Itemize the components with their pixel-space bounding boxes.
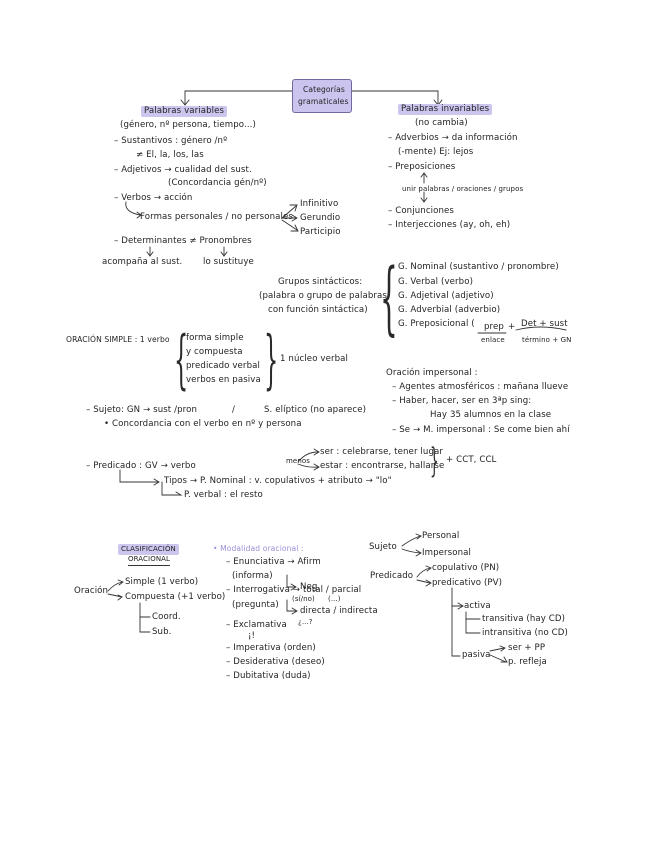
pregunta: (pregunta): [232, 600, 279, 610]
ser-celebrarse: ser : celebrarse, tener lugar: [320, 447, 444, 457]
concordancia-gen: (Concordancia gén/nº): [168, 178, 267, 188]
acompana: acompaña al sust.: [102, 257, 183, 267]
grupo-adjetival: G. Adjetival (adjetivo): [398, 291, 494, 301]
interjecciones: – Interjecciones (ay, oh, eh): [388, 220, 511, 230]
simple-brace: {: [174, 323, 189, 397]
prep: prep: [484, 322, 504, 332]
tree-intransitiva: intransitiva (no CD): [482, 628, 568, 638]
verbos: – Verbos → acción: [114, 193, 193, 203]
participio: Participio: [300, 227, 341, 237]
forma-simple: forma simple: [186, 333, 244, 343]
tree-refleja: p. refleja: [508, 657, 547, 667]
haber-hacer: – Haber, hacer, ser en 3ªp sing:: [392, 396, 532, 406]
predicado-verbal: predicado verbal: [186, 361, 260, 371]
sustituye: lo sustituye: [203, 257, 254, 267]
det-sust: Det + sust: [521, 319, 568, 329]
enunciativa: – Enunciativa → Afirm: [226, 557, 321, 567]
plus-sign: +: [508, 322, 516, 332]
tree-personal: Personal: [422, 531, 460, 541]
tree-copulativo: copulativo (PN): [432, 563, 500, 573]
termino: término + GN: [522, 336, 572, 344]
variables-heading: Palabras variables: [141, 106, 228, 117]
predicado-line: – Predicado : GV → verbo: [86, 461, 196, 471]
grupo-verbal: G. Verbal (verbo): [398, 277, 474, 287]
coord: Coord.: [152, 612, 181, 622]
sub: Sub.: [152, 627, 172, 637]
grupos-line2: (palabra o grupo de palabras: [259, 291, 387, 301]
imperativa: – Imperativa (orden): [226, 643, 316, 653]
adverbios: – Adverbios → da información: [388, 133, 518, 143]
tree-transitiva: transitiva (hay CD): [482, 614, 566, 624]
sujeto-concordancia: • Concordancia con el verbo en nº y pers…: [104, 419, 302, 429]
predicado-tipos: Tipos → P. Nominal : v. copulativos + at…: [164, 476, 392, 486]
sujeto-slash: /: [232, 405, 235, 415]
cct-ccl: + CCT, CCL: [446, 455, 497, 465]
se-impersonal: – Se → M. impersonal : Se come bien ahí: [392, 425, 570, 435]
informa: (informa): [232, 571, 273, 581]
directa-symbol: ¿...?: [298, 618, 313, 626]
tree-sujeto: Sujeto: [369, 542, 397, 552]
unir: unir palabras / oraciones / grupos: [402, 185, 524, 193]
sujeto-line: – Sujeto: GN → sust /pron: [86, 405, 198, 415]
hay-alumnos: Hay 35 alumnos en la clase: [430, 410, 552, 420]
invariables-heading: Palabras invariables: [398, 104, 493, 115]
oracion-label: Oración: [74, 586, 109, 596]
preposiciones: – Preposiciones: [388, 162, 456, 172]
enlace: enlace: [481, 336, 505, 344]
exclamativa: – Exclamativa: [226, 620, 287, 630]
simple-1-verbo: Simple (1 verbo): [125, 577, 199, 587]
estar-encontrarse: estar : encontrarse, hallarse: [320, 461, 445, 471]
determinantes: – Determinantes ≠ Pronombres: [114, 236, 252, 246]
title-line1: Categorías: [303, 85, 345, 94]
clasificacion-heading1: CLASIFICACIÓN: [118, 544, 179, 555]
compuesta-verbo: Compuesta (+1 verbo): [125, 592, 226, 602]
agentes: – Agentes atmosféricos : mañana llueve: [392, 382, 569, 392]
tree-impersonal: Impersonal: [422, 548, 472, 558]
neg: Neg.: [300, 582, 321, 592]
title-box: [292, 79, 352, 113]
impersonal-heading: Oración impersonal :: [386, 368, 478, 378]
tree-ser-pp: ser + PP: [508, 643, 546, 653]
clasificacion-heading2: ORACIONAL: [128, 554, 171, 566]
parcial-dots: (...): [328, 595, 341, 603]
simple-brace-right: }: [264, 323, 279, 397]
grupo-nominal: G. Nominal (sustantivo / pronombre): [398, 262, 559, 272]
articulos: ≠ El, la, los, las: [136, 150, 204, 160]
exclamativa-symbol: ¡!: [248, 631, 256, 641]
interrogativa: – Interrogativa → total / parcial: [226, 585, 362, 595]
grupos-brace: {: [380, 251, 398, 344]
sujeto-eliptico: S. elíptico (no aparece): [264, 405, 367, 415]
tree-pasiva: pasiva: [462, 650, 491, 660]
invariables-sub: (no cambia): [415, 118, 468, 128]
grupo-preposicional: G. Preposicional (: [398, 319, 475, 329]
oracion-simple: ORACIÓN SIMPLE : 1 verbo: [66, 335, 170, 344]
si-no: (sí/no): [292, 595, 315, 603]
nucleo-verbal: 1 núcleo verbal: [280, 354, 348, 364]
tree-predicado: Predicado: [370, 571, 414, 581]
dubitativa: – Dubitativa (duda): [226, 671, 311, 681]
verbos-pasiva: verbos en pasiva: [186, 375, 261, 385]
directa-indirecta: directa / indirecta: [300, 606, 378, 616]
adjetivos: – Adjetivos → cualidad del sust.: [114, 165, 252, 175]
grupos-line3: con función sintáctica): [268, 305, 368, 315]
infinitivo: Infinitivo: [300, 199, 339, 209]
sustantivos: – Sustantivos : género /nº: [114, 136, 228, 146]
predicado-brace: }: [430, 441, 439, 481]
tree-activa: activa: [464, 601, 491, 611]
grupos-line1: Grupos sintácticos:: [278, 277, 363, 287]
title-line2: gramaticales: [298, 97, 349, 106]
modalidad-heading: • Modalidad oracional :: [213, 544, 304, 553]
desiderativa: – Desiderativa (deseo): [226, 657, 325, 667]
conjunciones: – Conjunciones: [388, 206, 454, 216]
gerundio: Gerundio: [300, 213, 341, 223]
menos: menos: [286, 457, 310, 465]
compuesta: y compuesta: [186, 347, 243, 357]
variables-sub: (género, nº persona, tiempo...): [120, 120, 256, 130]
tree-predicativo: predicativo (PV): [432, 578, 503, 588]
formas-personales: Formas personales / no personales: [140, 212, 293, 222]
predicado-verbal-resto: P. verbal : el resto: [184, 490, 263, 500]
mente: (-mente) Ej: lejos: [398, 147, 474, 157]
grupo-adverbial: G. Adverbial (adverbio): [398, 305, 501, 315]
